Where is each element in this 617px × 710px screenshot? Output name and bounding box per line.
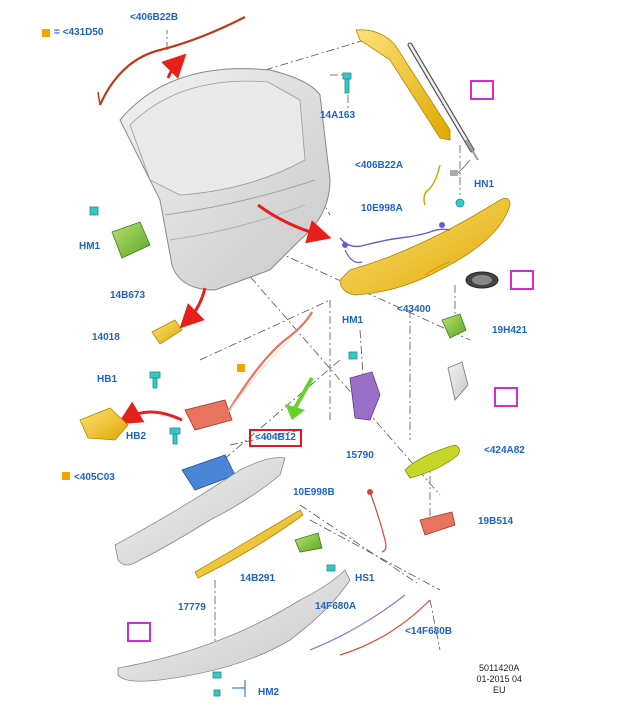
light-424A82 [404,444,460,479]
part-15790 [349,371,381,421]
reinforcement-panel [114,457,286,566]
label-10E998B[interactable]: 10E998B [293,487,335,498]
label-HS1[interactable]: HS1 [355,573,375,584]
clip-HN1 [455,198,465,208]
label-17779[interactable]: 17779 [178,602,206,613]
green-arrow-icon [293,377,314,409]
label-14018[interactable]: 14018 [92,332,120,343]
label-424A82[interactable]: <424A82 [484,445,525,456]
label-10E998A[interactable]: 10E998A [361,203,403,214]
part-19B514 [419,511,456,536]
magnifier-pointer-icon[interactable] [470,80,494,100]
label-HB2[interactable]: HB2 [126,431,147,442]
magnifier-pointer-icon[interactable] [494,387,518,407]
label-HB1[interactable]: HB1 [97,374,118,385]
liftgate-panel [119,68,331,291]
bar-17779 [194,509,304,579]
label-406B22B[interactable]: <406B22B [130,12,179,23]
label-14F680B[interactable]: <14F680B [405,626,452,637]
label-43400[interactable]: <43400 [397,304,431,315]
reference-line-3: EU [492,685,506,695]
label-14B291[interactable]: 14B291 [240,573,276,584]
legend: = <431D50 [42,27,104,38]
label-19H421[interactable]: 19H421 [492,325,528,336]
module-14B673 [89,206,151,259]
upper-seal [98,16,246,106]
stud-14A163 [342,72,352,94]
label-19B514[interactable]: 19B514 [478,516,514,527]
reference-code: 5011420A 01-2015 04 EU [476,663,522,696]
marker-square [62,472,70,480]
part-14018 [151,319,183,345]
label-14B673[interactable]: 14B673 [110,290,146,301]
label-14A163[interactable]: 14A163 [320,110,356,121]
reference-line-1: 5011420A [479,663,520,673]
label-HM2[interactable]: HM2 [258,687,280,698]
label-14F680A[interactable]: 14F680A [315,601,357,612]
red-arrows [117,53,332,425]
label-HN1[interactable]: HN1 [474,179,495,190]
applique-43400 [339,197,511,296]
label-HM1[interactable]: HM1 [79,241,101,252]
bolts-HB [149,371,181,445]
marker-square [237,364,245,372]
label-15790[interactable]: 15790 [346,450,374,461]
legend-marker [42,28,50,37]
magnifier-pointer-icon[interactable] [127,622,151,642]
harness-10E998A [339,228,451,248]
label-HM1[interactable]: HM1 [342,315,364,326]
part-405C03 [79,407,129,441]
bumper-cover [117,569,351,682]
spoiler-part [355,29,451,141]
reference-line-2: 01-2015 04 [476,674,522,684]
legend-text: = <431D50 [54,27,104,38]
label-404B12[interactable]: <404B12 [249,429,302,447]
part-19H421 [441,313,467,339]
label-405C03[interactable]: <405C03 [74,472,115,483]
latch-salmon [184,399,233,431]
magnifier-pointer-icon[interactable] [510,270,534,290]
label-406B22A[interactable]: <406B22A [355,160,404,171]
